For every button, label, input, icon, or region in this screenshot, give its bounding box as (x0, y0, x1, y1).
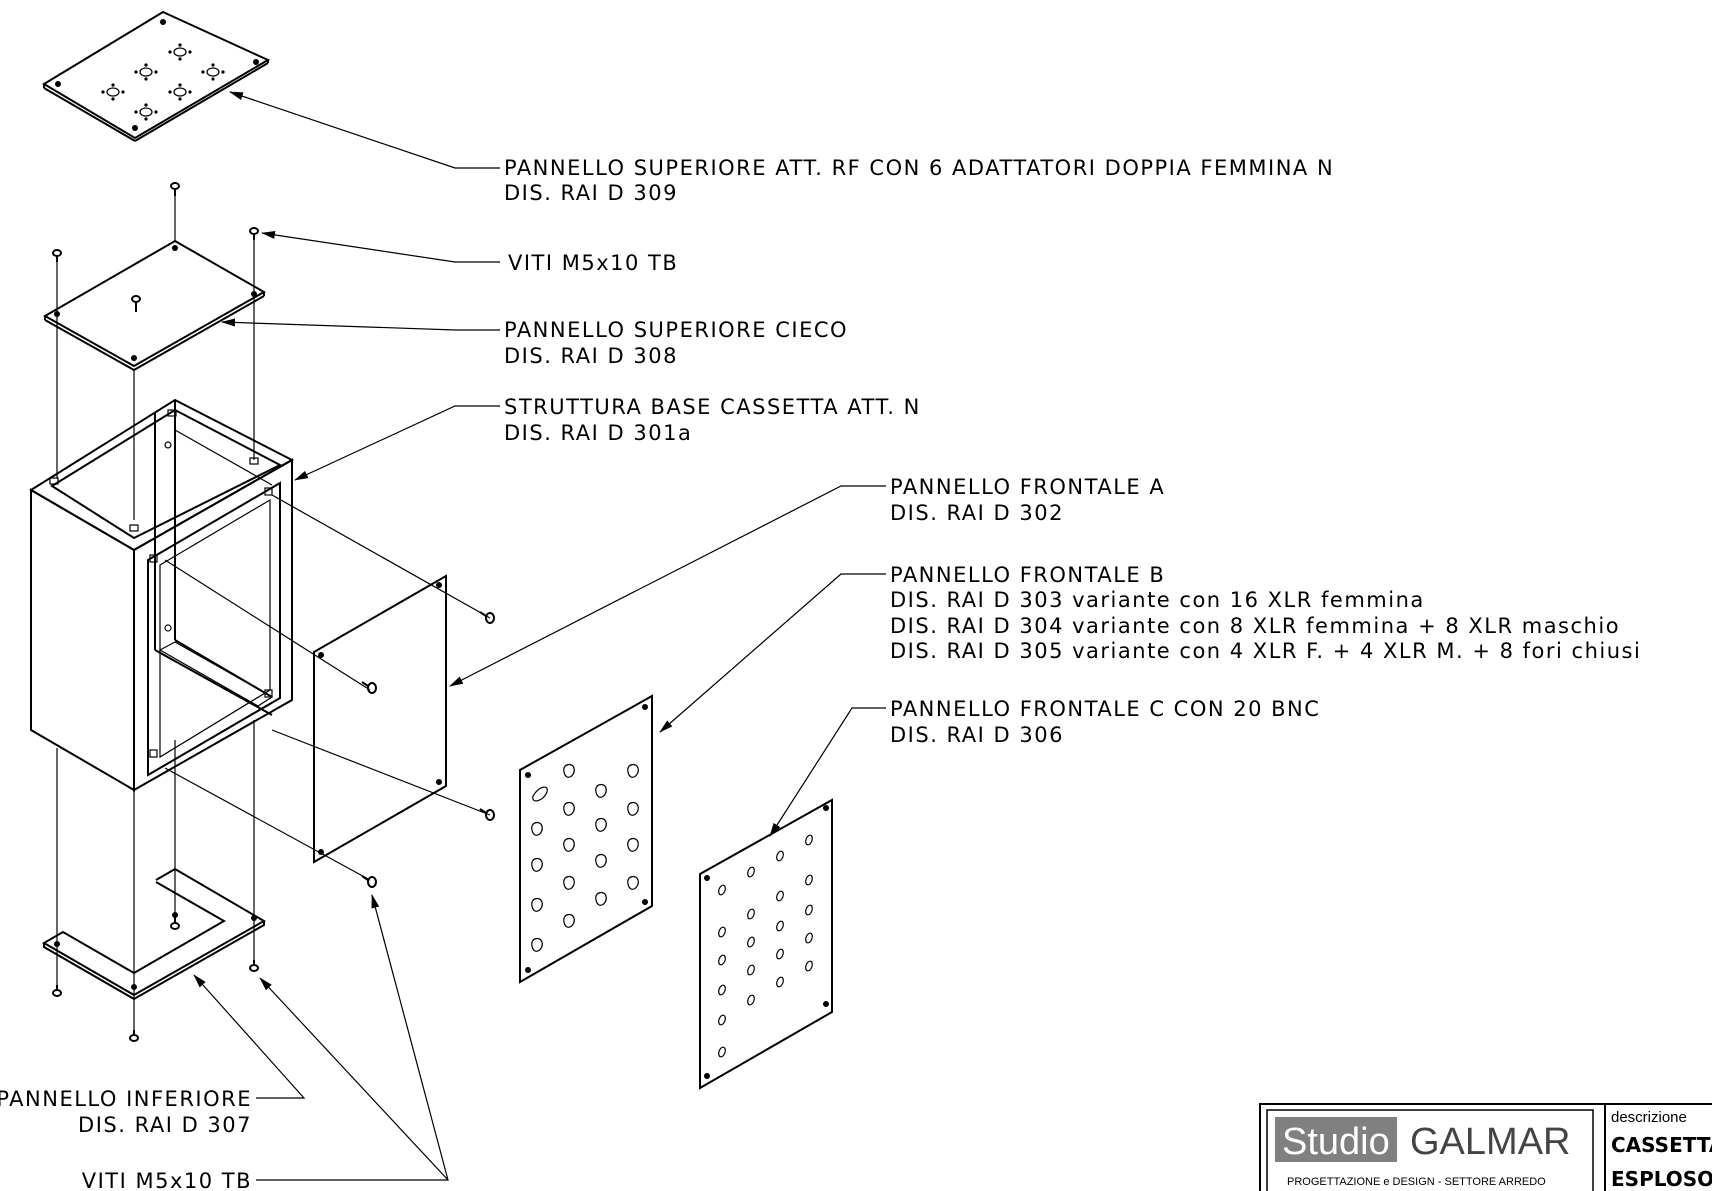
screw-icon (361, 681, 377, 694)
label-bottom-panel: PANNELLO INFERIORE (0, 1087, 252, 1111)
label-front-b: PANNELLO FRONTALE B (890, 563, 1165, 587)
leader-lines (193, 91, 886, 1181)
screw-icon (52, 985, 62, 997)
label-front-c: PANNELLO FRONTALE C CON 20 BNC (890, 697, 1320, 721)
screw-icon (479, 808, 495, 821)
title-block: Studio GALMAR PROGETTAZIONE e DESIGN - S… (1259, 1103, 1712, 1191)
label-front-a: PANNELLO FRONTALE A (890, 475, 1165, 499)
studio-logo-block (1275, 1117, 1397, 1162)
n-adapter-icon (134, 103, 158, 121)
label-base-structure: STRUTTURA BASE CASSETTA ATT. N (504, 395, 921, 419)
screw-icon (170, 915, 180, 930)
screw-icon (249, 960, 259, 972)
desc-line2: ESPLOSO (1611, 1167, 1712, 1191)
label-front-b-v1: DIS. RAI D 303 variante con 16 XLR femmi… (890, 588, 1425, 612)
studio-word: Studio (1282, 1121, 1390, 1163)
front-panel-b (519, 694, 653, 984)
studio-tagline: PROGETTAZIONE e DESIGN - SETTORE ARREDO (1287, 1176, 1546, 1188)
n-adapter-icon (168, 83, 192, 101)
label-front-c-dwg: DIS. RAI D 306 (890, 723, 1064, 747)
front-panel-a (313, 574, 447, 864)
alignment-lines (56, 196, 491, 1030)
screw-icon (52, 249, 62, 262)
label-bottom-panel-dwg: DIS. RAI D 307 (78, 1113, 252, 1137)
label-screws-bottom: VITI M5x10 TB (82, 1169, 252, 1191)
n-adapter-icon (168, 43, 192, 61)
n-adapter-icon (201, 63, 225, 81)
bottom-screws (52, 915, 259, 1042)
label-front-b-v3: DIS. RAI D 305 variante con 4 XLR F. + 4… (890, 639, 1641, 663)
bnc-connector-icon (718, 834, 813, 1058)
labels: PANNELLO SUPERIORE ATT. RF CON 6 ADATTAT… (0, 156, 1641, 1191)
n-adapter-icon (101, 83, 125, 101)
label-base-structure-dwg: DIS. RAI D 301a (504, 421, 692, 445)
front-screws (361, 611, 495, 888)
label-front-b-v2: DIS. RAI D 304 variante con 8 XLR femmin… (890, 614, 1620, 638)
screw-icon (170, 182, 180, 196)
screw-icon (479, 611, 495, 624)
label-blind-panel-dwg: DIS. RAI D 308 (504, 344, 678, 368)
brand-name: GALMAR (1410, 1121, 1570, 1163)
screw-icon (131, 295, 141, 312)
front-panel-c (699, 798, 833, 1090)
base-structure-box (29, 398, 295, 792)
top-rf-panel (42, 10, 271, 142)
label-top-panel: PANNELLO SUPERIORE ATT. RF CON 6 ADATTAT… (504, 156, 1334, 180)
n-adapter-icon (134, 63, 158, 81)
desc-line1: CASSETTA (1611, 1133, 1712, 1157)
xlr-connector-icon (531, 763, 639, 952)
top-screws (52, 182, 259, 312)
bottom-panel (42, 867, 267, 1001)
label-front-a-dwg: DIS. RAI D 302 (890, 501, 1064, 525)
desc-label: descrizione (1611, 1109, 1687, 1126)
screw-icon (249, 227, 259, 240)
label-top-panel-dwg: DIS. RAI D 309 (504, 181, 678, 205)
label-screws-top: VITI M5x10 TB (508, 251, 678, 275)
label-blind-panel: PANNELLO SUPERIORE CIECO (504, 318, 848, 342)
screw-icon (129, 1030, 139, 1042)
screw-icon (361, 875, 377, 888)
blind-top-panel (42, 239, 267, 371)
